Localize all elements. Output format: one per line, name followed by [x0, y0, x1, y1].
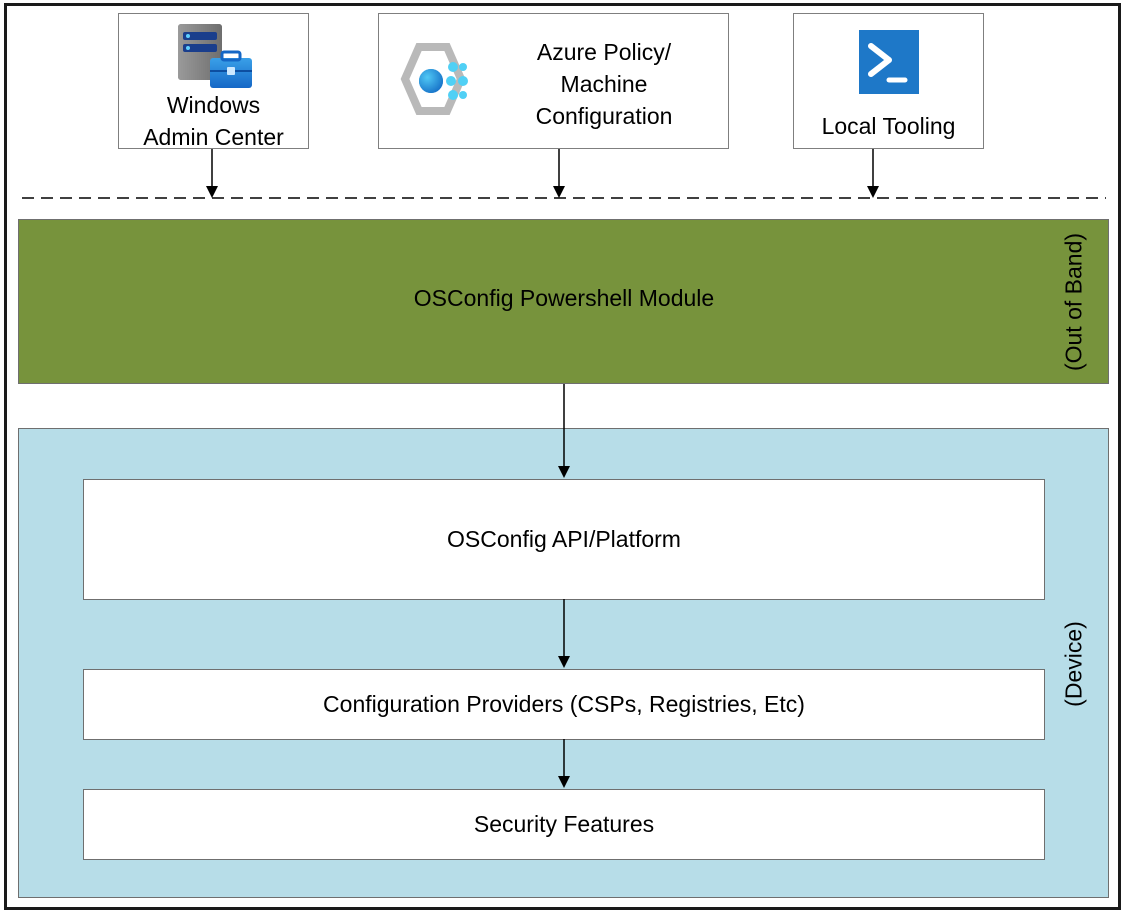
windows-admin-center-box: Windows Admin Center: [118, 13, 309, 150]
out-of-band-layer: OSConfig Powershell Module (Out of Band): [18, 219, 1109, 384]
powershell-icon: [859, 30, 919, 94]
windows-admin-center-label: Windows Admin Center: [143, 92, 284, 150]
powershell-module-label: OSConfig Powershell Module: [413, 285, 715, 311]
azure-machine-config-icon: [400, 43, 468, 115]
security-features-box: Security Features: [83, 789, 1045, 860]
local-tooling-box: Local Tooling: [793, 13, 984, 149]
osconfig-api-platform-label: OSConfig API/Platform: [447, 526, 681, 552]
configuration-providers-label: Configuration Providers (CSPs, Registrie…: [323, 691, 805, 717]
azure-policy-box: Azure Policy/ Machine Configuration: [378, 13, 729, 149]
diagram-frame: [4, 3, 1121, 910]
osconfig-api-platform-box: OSConfig API/Platform: [83, 479, 1045, 600]
server-toolbox-icon: [178, 24, 252, 88]
device-layer: OSConfig API/Platform Configuration Prov…: [18, 428, 1109, 898]
local-tooling-label: Local Tooling: [821, 113, 956, 139]
configuration-providers-box: Configuration Providers (CSPs, Registrie…: [83, 669, 1045, 740]
azure-policy-label: Azure Policy/ Machine Configuration: [535, 39, 673, 129]
security-features-label: Security Features: [473, 811, 655, 837]
